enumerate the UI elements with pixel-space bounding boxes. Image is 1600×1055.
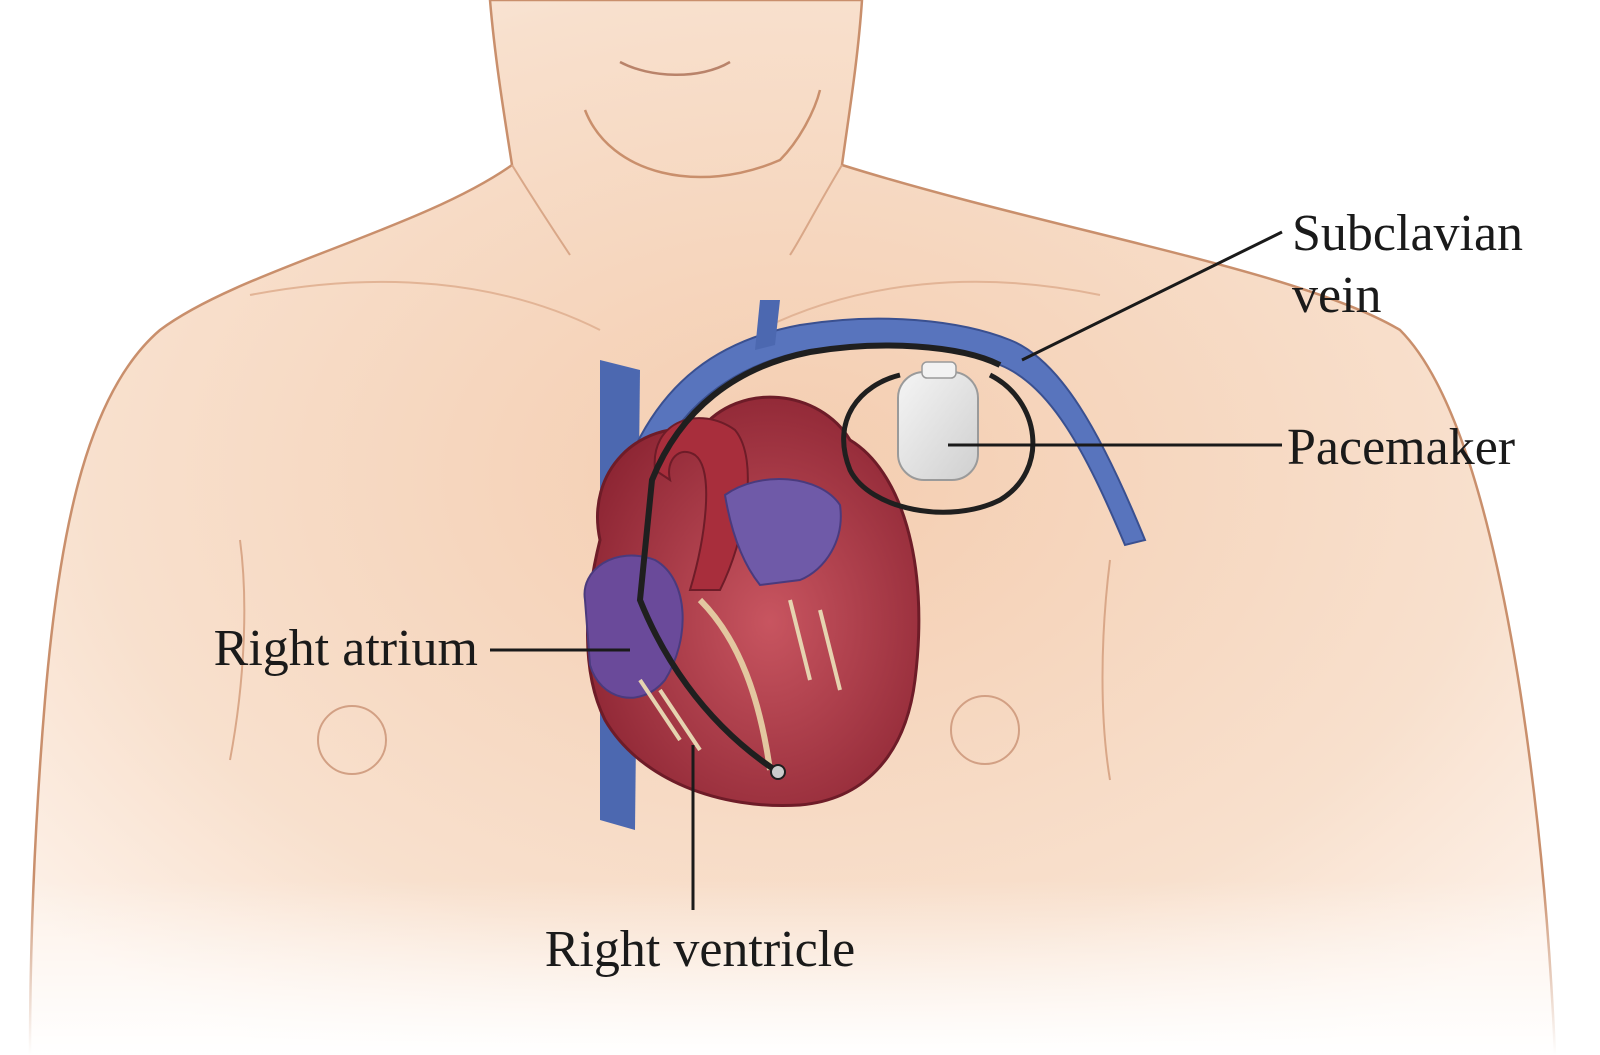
lead-loop <box>841 372 1036 515</box>
mouth <box>619 60 731 76</box>
jugular-vein <box>755 300 780 350</box>
nipple-right <box>950 695 1020 765</box>
clavicle-right <box>759 280 1101 331</box>
pulmonary-artery <box>723 478 842 587</box>
neck-right <box>789 164 843 256</box>
leader-subclavian-vein <box>1021 230 1283 362</box>
lead-tip <box>770 764 786 780</box>
labels: Subclavian vein Pacemaker Right atrium R… <box>214 205 1523 978</box>
heart <box>583 395 921 808</box>
lead-wire <box>636 342 1002 773</box>
ventricle-septum <box>697 597 773 771</box>
nipple-left <box>317 705 387 775</box>
neck-left <box>511 164 571 256</box>
label-right-atrium: Right atrium <box>214 620 478 677</box>
arm-crease-right <box>1101 559 1111 781</box>
clavicle-left <box>249 280 601 331</box>
arm-crease-left <box>229 539 246 761</box>
label-pacemaker: Pacemaker <box>1287 419 1515 476</box>
pacemaker-system <box>636 342 1036 780</box>
label-right-ventricle: Right ventricle <box>545 921 855 978</box>
chin-line <box>583 89 822 179</box>
aorta <box>653 417 749 591</box>
pacemaker-header <box>921 361 957 379</box>
pacemaker-device <box>897 371 979 481</box>
bottom-fade <box>0 880 1600 1055</box>
label-subclavian-vein-line2: vein <box>1292 267 1382 324</box>
right-atrium-shape <box>583 554 684 699</box>
label-subclavian-vein-line1: Subclavian <box>1292 205 1523 262</box>
chordae <box>638 599 842 752</box>
leader-lines <box>490 230 1283 910</box>
